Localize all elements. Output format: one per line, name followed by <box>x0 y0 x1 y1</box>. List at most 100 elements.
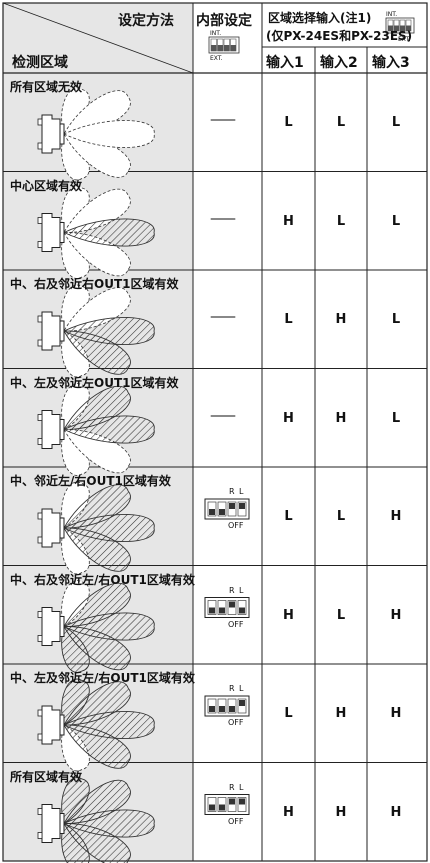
detection-zone-diagram <box>37 284 155 378</box>
zone-row-title: 中、左及邻近左/右OUT1区域有效 <box>10 671 195 685</box>
switch-off-label: OFF <box>228 619 244 629</box>
inactive-zone-lobe <box>63 188 131 233</box>
switch-r-label: R <box>229 782 235 792</box>
detection-zone-diagram <box>37 580 155 673</box>
input2-value: H <box>335 410 347 426</box>
switch-off-label: OFF <box>228 816 244 826</box>
zone-row-title: 中、右及邻近左/右OUT1区域有效 <box>10 572 195 587</box>
input3-value: L <box>391 213 401 229</box>
zone-select-note: (仅PX-24ES和PX-23ES) <box>266 29 413 43</box>
active-zone-lobe <box>62 514 155 542</box>
input3-value: H <box>390 607 402 623</box>
input3-value: H <box>390 804 402 820</box>
input1-value: H <box>283 804 294 820</box>
input3-header: 输入3 <box>372 55 410 71</box>
input3-value: L <box>391 115 401 130</box>
input1-value: H <box>283 410 294 426</box>
sensor-body <box>41 311 61 351</box>
inactive-zone-lobe <box>61 724 90 772</box>
dip-switch-icon-small <box>385 17 415 34</box>
switch-r-label: R <box>229 684 235 693</box>
inactive-zone-lobe <box>61 133 90 181</box>
sensor-body <box>41 114 61 154</box>
int-label: INT. <box>210 30 222 37</box>
detection-zone-diagram <box>37 777 155 863</box>
ext-label: EXT. <box>210 55 223 62</box>
inactive-zone-lobe <box>63 120 155 148</box>
inactive-zone-lobe <box>61 330 90 378</box>
internal-setting-header: 内部设定 <box>196 13 252 29</box>
zone-row-title: 所有区域有效 <box>10 769 83 784</box>
ext-label-small: EXT. <box>398 36 411 43</box>
internal-setting-dash: —— <box>210 407 236 424</box>
sensor-body <box>41 705 61 745</box>
input2-value: L <box>336 115 346 130</box>
inactive-zone-lobe <box>63 232 131 277</box>
dip-switch-icon <box>208 36 240 54</box>
switch-l-label: L <box>239 782 244 792</box>
switch-r-label: R <box>229 585 235 595</box>
sensor-body <box>41 508 61 548</box>
input1-value: H <box>283 213 294 229</box>
input2-value: L <box>336 607 346 623</box>
input1-value: L <box>284 115 293 130</box>
dip-switch-setting <box>204 498 250 520</box>
detection-zone-diagram <box>37 87 155 181</box>
dip-switch-setting <box>204 597 250 618</box>
input2-value: L <box>336 213 346 229</box>
switch-l-label: L <box>239 684 244 693</box>
internal-setting-dash: —— <box>210 112 236 128</box>
input1-value: H <box>283 607 294 623</box>
inactive-zone-lobe <box>63 90 131 135</box>
active-zone-lobe <box>62 317 155 345</box>
switch-off-label: OFF <box>228 521 244 530</box>
active-zone-lobe <box>62 711 155 739</box>
input2-value: H <box>335 312 347 327</box>
input2-value: H <box>335 804 347 820</box>
sensor-body <box>41 804 61 843</box>
zone-row-title: 中、邻近左/右OUT1区域有效 <box>10 474 171 488</box>
switch-l-label: L <box>239 487 244 496</box>
detection-zone-diagram <box>37 678 155 772</box>
sensor-body <box>41 213 61 252</box>
input1-value: L <box>284 509 293 524</box>
inactive-zone-lobe <box>61 428 90 476</box>
switch-l-label: L <box>239 585 244 595</box>
switch-off-label: OFF <box>228 718 244 727</box>
input3-value: H <box>390 509 402 524</box>
zone-row-title: 中心区域有效 <box>10 178 83 193</box>
input3-value: L <box>391 410 401 426</box>
active-zone-lobe <box>62 415 155 444</box>
dip-switch-setting <box>204 794 250 815</box>
inactive-zone-lobe <box>63 429 131 474</box>
inactive-zone-lobe <box>61 527 90 575</box>
dip-switch-setting <box>204 695 250 717</box>
input2-header: 输入2 <box>320 55 358 71</box>
switch-r-label: R <box>229 487 235 496</box>
detection-zone-diagram <box>37 186 155 279</box>
active-zone-lobe <box>62 612 155 641</box>
input2-value: H <box>335 706 347 721</box>
zone-row-title: 中、左及邻近左OUT1区域有效 <box>10 375 179 390</box>
input3-value: L <box>391 312 401 327</box>
input2-value: L <box>336 509 346 524</box>
input1-header: 输入1 <box>266 55 304 71</box>
sensor-body <box>41 410 61 449</box>
inactive-zone-lobe <box>63 133 131 178</box>
int-label-small: INT. <box>386 11 398 18</box>
inactive-zone-lobe <box>61 231 90 279</box>
input1-value: L <box>284 706 293 721</box>
zone-row-title: 中、右及邻近右OUT1区域有效 <box>10 277 179 291</box>
input1-value: L <box>284 312 293 327</box>
detect-area-header: 检测区域 <box>12 55 68 71</box>
detection-zone-diagram <box>37 481 155 575</box>
zone-row-title: 所有区域无效 <box>10 80 83 94</box>
internal-setting-dash: —— <box>210 309 236 325</box>
inactive-zone-lobe <box>63 287 131 332</box>
input3-value: H <box>390 706 402 721</box>
zone-select-header: 区域选择输入(注1) <box>268 11 372 25</box>
detection-zone-diagram <box>37 383 155 476</box>
setting-method-header: 设定方法 <box>118 13 174 29</box>
